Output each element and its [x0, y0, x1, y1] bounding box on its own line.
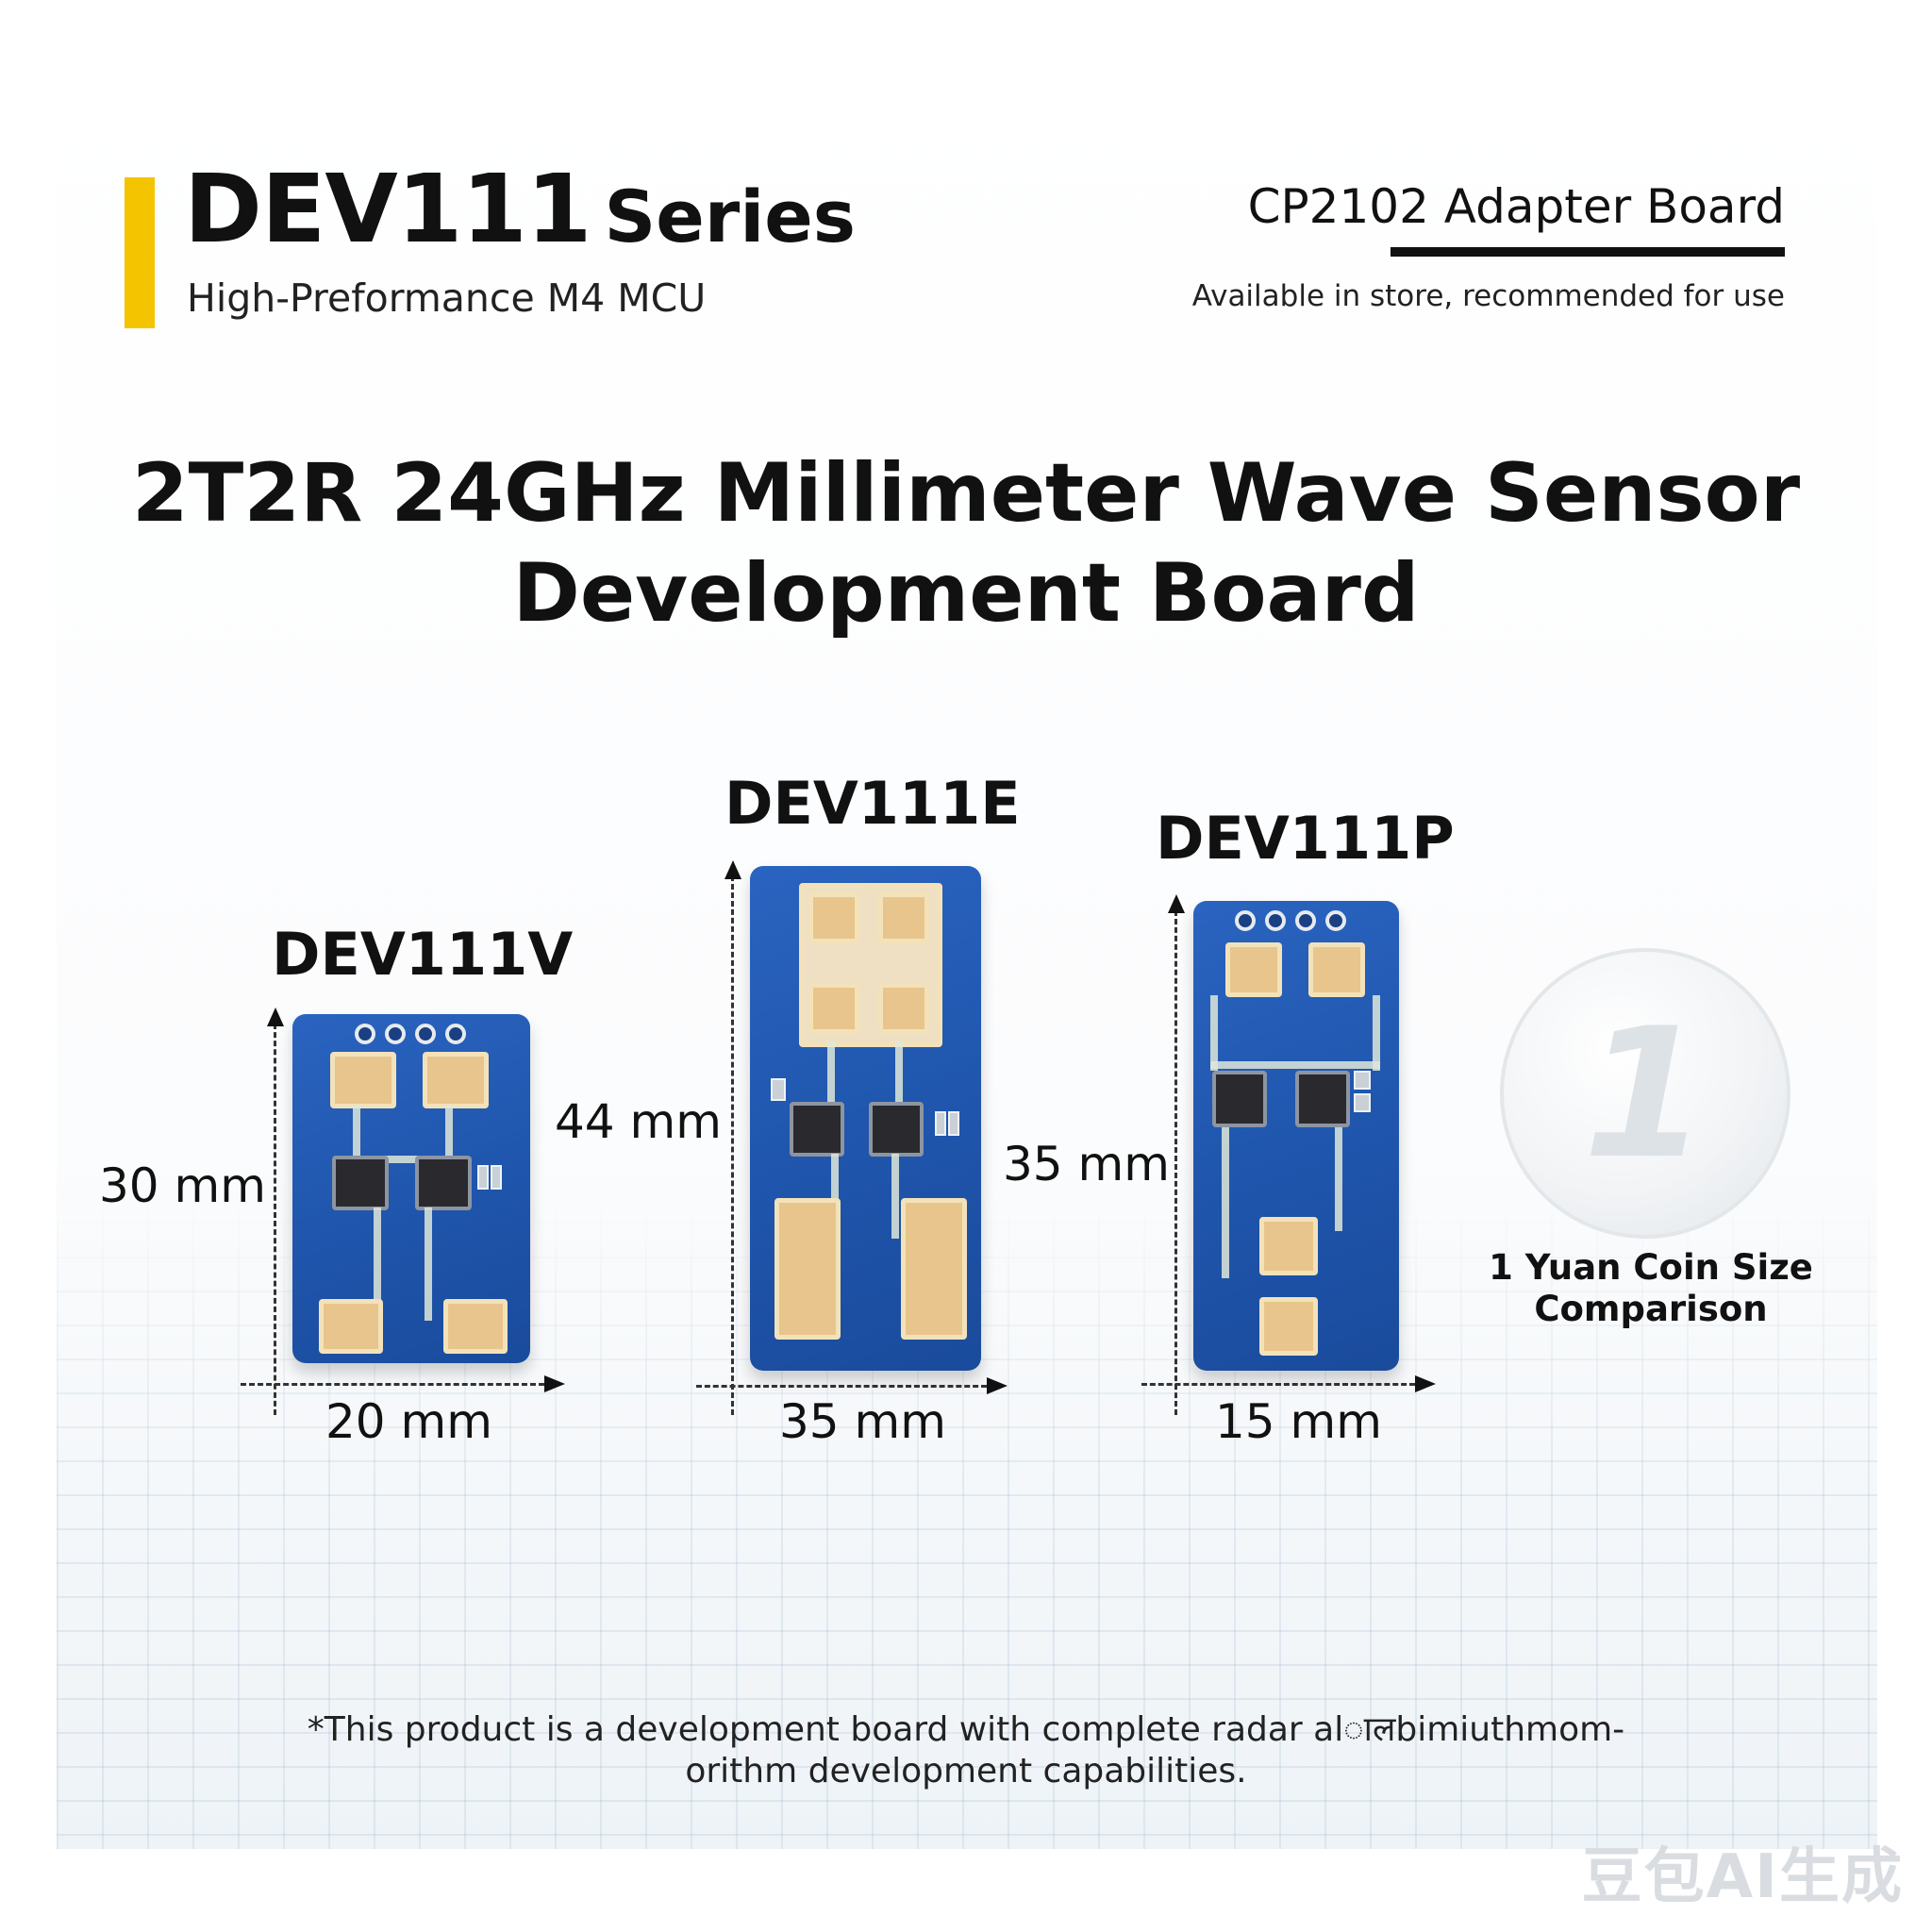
- series-subtitle: High-Preformance M4 MCU: [187, 275, 707, 321]
- board-label-dev111e: DEV111E: [724, 769, 1021, 838]
- adapter-title: CP2102 Adapter Board: [1247, 179, 1785, 234]
- yuan-coin-image: 1: [1500, 948, 1790, 1239]
- width-label-dev111p: 15 mm: [1215, 1394, 1382, 1449]
- arrow-right-icon: [1415, 1375, 1436, 1392]
- width-dimension-line: [241, 1383, 544, 1386]
- height-label-dev111v: 30 mm: [99, 1158, 266, 1213]
- coin-caption-line2: Comparison: [1534, 1289, 1768, 1329]
- pcb-dev111v: [292, 1014, 530, 1363]
- footnote: *This product is a development board wit…: [0, 1709, 1932, 1792]
- arrow-right-icon: [544, 1375, 565, 1392]
- arrow-up-icon: [724, 860, 741, 879]
- footnote-line2: orithm development capabilities.: [685, 1752, 1247, 1790]
- coin-numeral: 1: [1582, 990, 1708, 1198]
- adapter-subtitle: Available in store, recommended for use: [1191, 279, 1785, 313]
- series-word: Series: [604, 175, 857, 258]
- main-title-line1: 2T2R 24GHz Millimeter Wave Sensor: [131, 446, 1801, 541]
- width-dimension-line: [696, 1385, 987, 1388]
- board-label-dev111v: DEV111V: [272, 920, 574, 989]
- height-dimension-line: [731, 875, 734, 1415]
- width-label-dev111e: 35 mm: [779, 1394, 946, 1449]
- height-label-dev111p: 35 mm: [1003, 1137, 1170, 1191]
- arrow-up-icon: [267, 1008, 284, 1026]
- main-title-line2: Development Board: [512, 546, 1420, 641]
- arrow-right-icon: [987, 1377, 1008, 1394]
- coin-caption-line1: 1 Yuan Coin Size: [1489, 1247, 1813, 1288]
- arrow-up-icon: [1168, 894, 1185, 913]
- board-label-dev111p: DEV111P: [1156, 804, 1455, 873]
- accent-bar: [125, 177, 155, 328]
- adapter-underline: [1391, 247, 1785, 257]
- height-dimension-line: [274, 1024, 276, 1415]
- height-dimension-line: [1174, 910, 1177, 1415]
- footnote-line1: *This product is a development board wit…: [307, 1710, 1625, 1749]
- series-model: DEV111: [184, 154, 591, 264]
- width-dimension-line: [1141, 1383, 1415, 1386]
- height-label-dev111e: 44 mm: [555, 1094, 722, 1149]
- pcb-dev111p: [1193, 901, 1399, 1371]
- pcb-dev111e: [750, 866, 981, 1371]
- main-title: 2T2R 24GHz Millimeter Wave Sensor Develo…: [0, 443, 1932, 643]
- coin-caption: 1 Yuan Coin Size Comparison: [1472, 1247, 1830, 1330]
- width-label-dev111v: 20 mm: [325, 1394, 492, 1449]
- ai-watermark: 豆包AI生成: [1581, 1842, 1904, 1912]
